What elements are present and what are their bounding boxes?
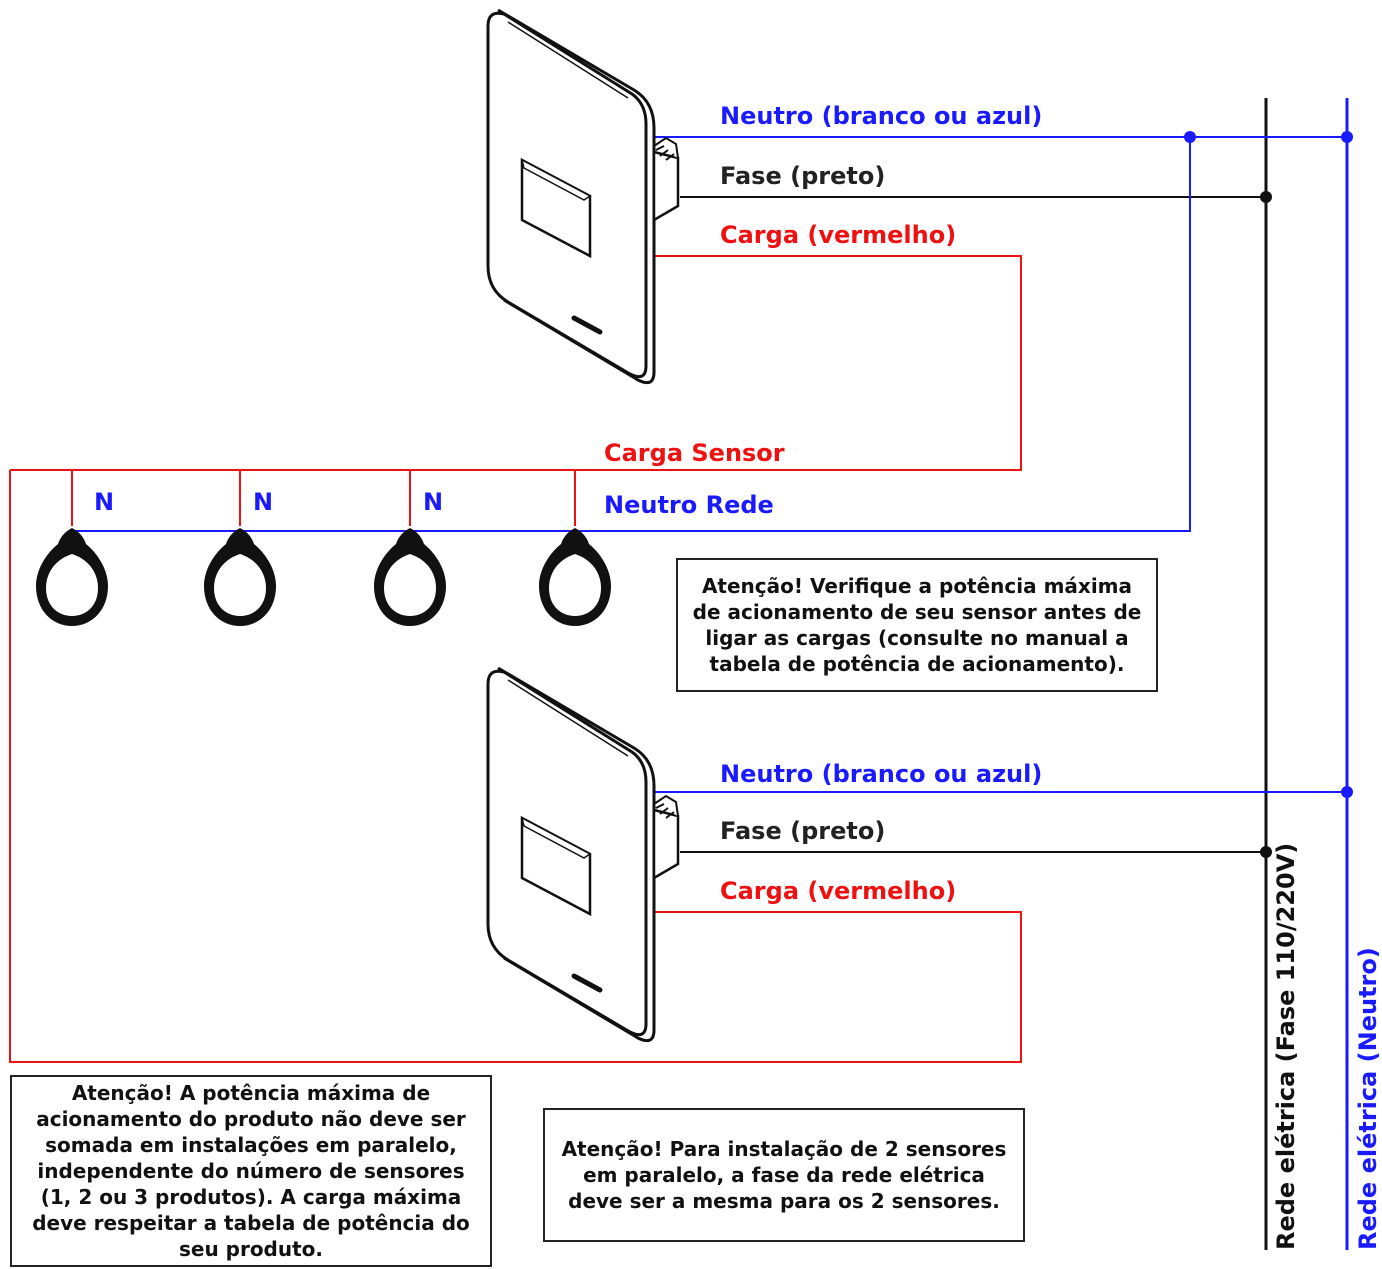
mains-phase-label: Rede elétrica (Fase 110/220V) [1272, 843, 1300, 1250]
bottom-phase-label: Fase (preto) [720, 817, 885, 845]
lamp-neutral-label: N [253, 488, 273, 516]
note-parallel-power: Atenção! A potência máxima de acionament… [10, 1075, 492, 1267]
junction-dot [1260, 191, 1272, 203]
top-load-label: Carga (vermelho) [720, 221, 956, 249]
lamp-neutral-label: N [423, 488, 443, 516]
lamp-icon [374, 528, 446, 626]
lamp-icon [36, 528, 108, 626]
load-sensor-label: Carga Sensor [604, 439, 785, 467]
bottom-load-wire [9, 470, 1022, 1063]
bottom-load-label: Carga (vermelho) [720, 877, 956, 905]
lamp-neutral-label: N [94, 488, 114, 516]
note-same-phase: Atenção! Para instalação de 2 sensores e… [543, 1108, 1025, 1242]
sensor-bottom [488, 668, 678, 1041]
junction-dot [1260, 846, 1272, 858]
wires [9, 98, 1353, 1250]
top-load-wire [10, 255, 1022, 471]
junction-dot [1184, 131, 1196, 143]
bottom-neutral-label: Neutro (branco ou azul) [720, 760, 1042, 788]
lamp-icon [539, 528, 611, 626]
sensor-top [488, 10, 678, 383]
mains-neutral-label: Rede elétrica (Neutro) [1354, 947, 1382, 1250]
note-power-check: Atenção! Verifique a potência máxima de … [676, 558, 1158, 692]
junction-dot [1341, 131, 1353, 143]
neutral-net-wire [72, 137, 1191, 532]
junction-dot [1341, 786, 1353, 798]
lamp-icon [204, 528, 276, 626]
top-neutral-label: Neutro (branco ou azul) [720, 102, 1042, 130]
top-phase-label: Fase (preto) [720, 162, 885, 190]
neutral-net-label: Neutro Rede [604, 491, 774, 519]
